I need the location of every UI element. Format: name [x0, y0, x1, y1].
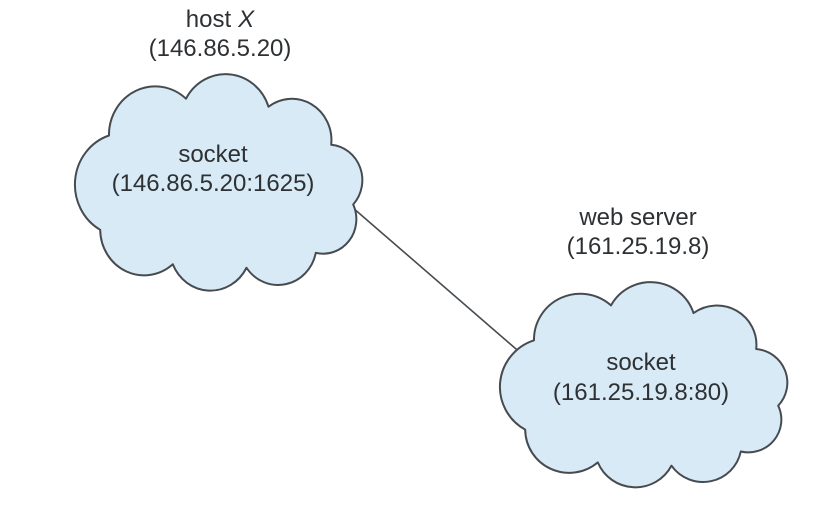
- web-server-title-address: (161.25.19.8): [567, 233, 710, 260]
- host-title-emphasis: X: [237, 6, 255, 33]
- web-server-socket-address: (161.25.19.8:80): [553, 379, 729, 406]
- host-socket-address: (146.86.5.20:1625): [112, 170, 315, 197]
- connection-line: [344, 200, 539, 369]
- web-server-title: web server: [578, 204, 696, 231]
- web-server-cloud-shape: [500, 282, 787, 487]
- host-socket-label: socket: [178, 141, 248, 168]
- host-title-address: (146.86.5.20): [149, 35, 292, 62]
- web-server-socket-label: socket: [606, 349, 676, 376]
- host-cloud-shape: [75, 74, 362, 290]
- host-title-prefix: host: [186, 6, 232, 33]
